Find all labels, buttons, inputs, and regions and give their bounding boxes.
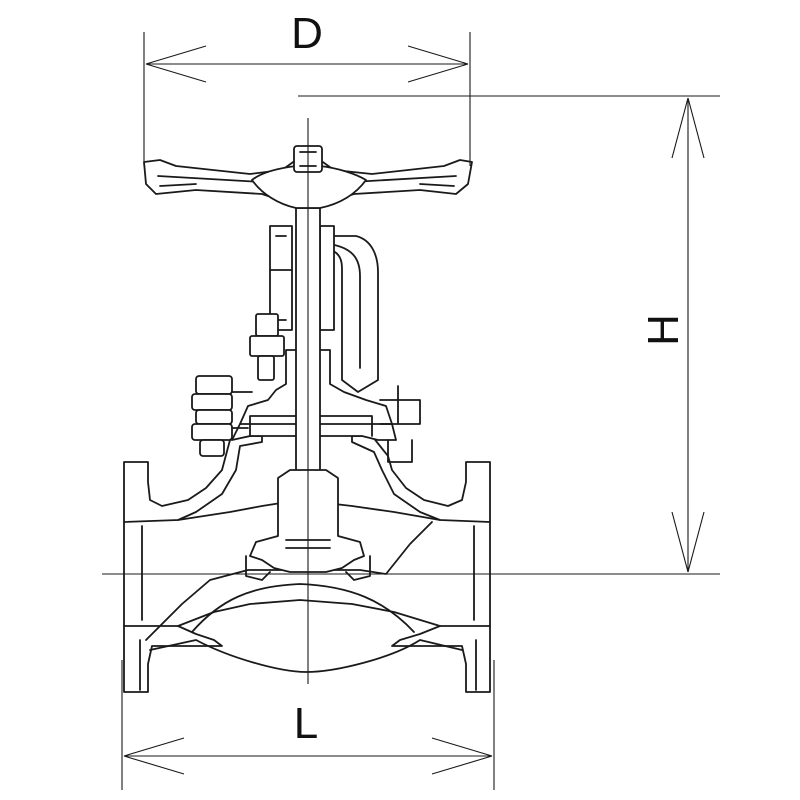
center-lines	[102, 118, 720, 684]
gland-left	[269, 225, 293, 331]
dimension-h: H	[298, 95, 720, 573]
dimension-l-label: L	[294, 699, 318, 748]
side-bolt-lower	[191, 375, 253, 457]
dimension-l-arrow-right	[431, 737, 493, 775]
bore-inner-left	[139, 525, 143, 691]
inner-chamber-curve	[191, 583, 415, 633]
yoke-arm-inner	[329, 243, 361, 369]
dimension-d-arrow-left	[145, 45, 207, 83]
valve-disc	[249, 469, 365, 573]
dimension-h-arrow-top	[671, 97, 705, 159]
left-flange-lower	[123, 625, 223, 693]
dimension-d-arrow-right	[407, 45, 469, 83]
bore-inner-right	[473, 525, 477, 691]
dimension-l: L	[121, 660, 495, 790]
dimension-d: D	[143, 9, 471, 166]
dimension-d-label: D	[291, 9, 323, 58]
dimension-h-label: H	[639, 314, 688, 346]
valve-body	[123, 177, 491, 693]
side-bolt-upper	[249, 313, 285, 381]
dimension-h-arrow-bottom	[671, 511, 705, 573]
handwheel-hub	[251, 165, 367, 209]
disc-detail	[245, 539, 371, 581]
dimension-l-arrow-left	[123, 737, 185, 775]
bonnet-right-bolt	[379, 385, 421, 463]
gland-right	[319, 225, 335, 331]
yoke-arm	[329, 235, 379, 393]
